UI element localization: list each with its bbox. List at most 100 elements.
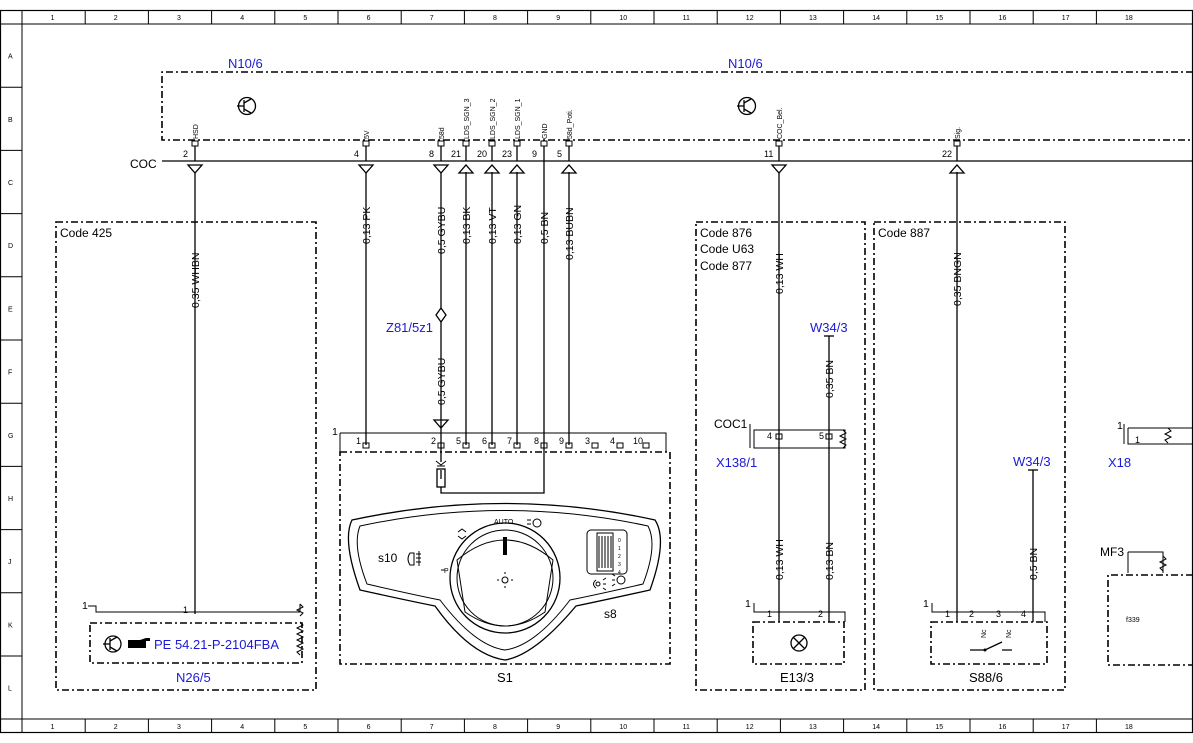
s1-pin: 5 bbox=[456, 436, 470, 449]
coc-pin: 11 COC_Bel. bbox=[764, 107, 784, 161]
coc-pin-number: 9 bbox=[532, 149, 537, 159]
svg-text:1: 1 bbox=[1117, 420, 1123, 432]
row-letter: J bbox=[8, 559, 12, 566]
wire-label: 0,13 PK bbox=[361, 207, 373, 244]
module-n10-6-left[interactable]: N10/6 bbox=[228, 56, 263, 71]
s1-pin: 4 bbox=[610, 436, 624, 449]
s1-pin: 3 bbox=[585, 436, 599, 449]
frame bbox=[0, 9, 1193, 734]
column-number: 14 bbox=[872, 724, 880, 731]
column-number: 14 bbox=[872, 15, 880, 22]
component-n26-5-link[interactable]: N26/5 bbox=[176, 670, 211, 685]
coc-pin-signal: Sig. bbox=[955, 127, 962, 139]
row-letter: L bbox=[8, 686, 12, 693]
s1-pin-number: 3 bbox=[585, 436, 590, 446]
coc-pin-signal: GND bbox=[542, 123, 549, 139]
component-x138-1: COC1 4 5 X138/1 bbox=[714, 417, 848, 470]
parking-light-icon: P bbox=[441, 568, 449, 575]
coc-pin-number: 2 bbox=[183, 149, 188, 159]
wire-label: 0,5 GYBU bbox=[436, 207, 448, 254]
s1-pin: 1 bbox=[356, 436, 370, 449]
coc-pin-number: 22 bbox=[942, 149, 952, 159]
ground-w34-3-link[interactable]: W34/3 bbox=[810, 320, 848, 335]
column-number: 4 bbox=[240, 15, 244, 22]
wire-label: 0,13 WH bbox=[774, 253, 786, 294]
wire-labels: 0,35 WHBN 0,13 PK 0,5 GYBU 0,5 GYBU 0,13… bbox=[190, 205, 1040, 580]
s1-pin-number: 9 bbox=[559, 436, 564, 446]
transistor-icon bbox=[103, 635, 122, 653]
column-number: 4 bbox=[240, 724, 244, 731]
column-number: 10 bbox=[619, 15, 627, 22]
row-letter: F bbox=[8, 370, 12, 377]
dial-number: 4 bbox=[618, 570, 621, 576]
row-letter: A bbox=[8, 54, 13, 61]
coc-pin: 2 HSD bbox=[183, 124, 200, 161]
svg-text:s10: s10 bbox=[378, 551, 398, 565]
switch-contact-icon bbox=[970, 641, 1012, 652]
column-number: 13 bbox=[809, 724, 817, 731]
svg-text:Code 877: Code 877 bbox=[700, 259, 752, 273]
column-number: 5 bbox=[303, 724, 307, 731]
column-number: 18 bbox=[1125, 724, 1133, 731]
svg-text:1: 1 bbox=[945, 609, 950, 619]
sun-icon bbox=[497, 572, 513, 588]
s1-pin-number: 8 bbox=[534, 436, 539, 446]
wire-label: 0,35 BN bbox=[824, 360, 836, 398]
column-number: 2 bbox=[114, 724, 118, 731]
s1-pin-number: 6 bbox=[482, 436, 487, 446]
component-n26-5: 1 1 PE 54.21-P-2104FBA N26/5 bbox=[82, 600, 305, 685]
column-number: 6 bbox=[367, 15, 371, 22]
row-letter: E bbox=[8, 306, 13, 313]
column-number: 3 bbox=[177, 724, 181, 731]
svg-text:Nc: Nc bbox=[1006, 629, 1013, 638]
svg-text:5: 5 bbox=[819, 431, 824, 441]
dial-number: 0 bbox=[618, 538, 621, 544]
svg-text:2: 2 bbox=[818, 609, 823, 619]
component-s1-label: S1 bbox=[497, 670, 513, 685]
svg-text:1: 1 bbox=[745, 598, 751, 610]
lamp-icon bbox=[790, 634, 808, 652]
s1-pin: 2 bbox=[431, 436, 445, 449]
svg-text:MF3: MF3 bbox=[1100, 545, 1124, 559]
component-x138-1-link[interactable]: X138/1 bbox=[716, 455, 757, 470]
svg-text:Nc: Nc bbox=[981, 629, 988, 638]
svg-text:1: 1 bbox=[332, 426, 338, 438]
svg-text:1: 1 bbox=[183, 605, 188, 615]
coc-pin-number: 20 bbox=[477, 149, 487, 159]
column-number: 12 bbox=[746, 15, 754, 22]
column-number: 15 bbox=[935, 15, 943, 22]
svg-text:AUTO: AUTO bbox=[494, 519, 514, 526]
module-n10-6-right[interactable]: N10/6 bbox=[728, 56, 763, 71]
wire-label: 0,13 BK bbox=[461, 207, 473, 244]
component-x18-link[interactable]: X18 bbox=[1108, 455, 1131, 470]
ref-link-pe-54-21[interactable]: PE 54.21-P-2104FBA bbox=[154, 637, 279, 652]
svg-text:1: 1 bbox=[923, 598, 929, 610]
coc-bus-label: COC bbox=[130, 157, 157, 171]
code-887-box: Code 887 bbox=[873, 221, 1066, 691]
coc-pin: 22 Sig. bbox=[942, 127, 962, 161]
column-number: 13 bbox=[809, 15, 817, 22]
coc-pin-signal: HSD bbox=[193, 124, 200, 139]
transistor-icon bbox=[737, 96, 757, 116]
wire-label: 0,35 WHBN bbox=[190, 253, 202, 308]
svg-text:E13/3: E13/3 bbox=[780, 670, 814, 685]
splice-z81-link[interactable]: Z81/5z1 bbox=[386, 320, 433, 335]
coc-pin-signal: COC_Bel. bbox=[777, 107, 784, 139]
ground-w34-3-link-2[interactable]: W34/3 bbox=[1013, 454, 1051, 469]
svg-text:COC1: COC1 bbox=[714, 417, 748, 431]
svg-text:Code 876: Code 876 bbox=[700, 226, 752, 240]
svg-text:4: 4 bbox=[767, 431, 772, 441]
pointing-hand-icon bbox=[128, 638, 150, 648]
coc-pin-number: 11 bbox=[764, 149, 773, 159]
svg-text:1: 1 bbox=[1135, 435, 1140, 445]
s1-pin: 9 bbox=[559, 436, 573, 449]
fog-light-icon bbox=[407, 551, 421, 566]
wire-label: 0,13 BUBN bbox=[564, 207, 576, 260]
column-number: 18 bbox=[1125, 15, 1133, 22]
